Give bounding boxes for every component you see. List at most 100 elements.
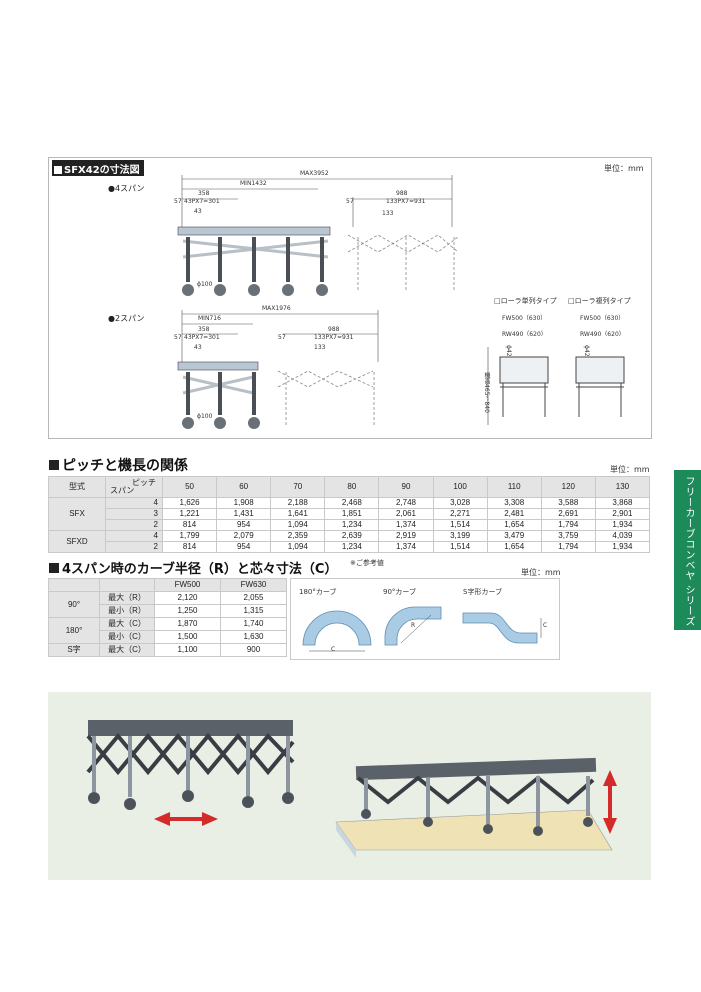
span2-caster: ϕ100	[197, 413, 213, 420]
pitch-col: 90	[378, 476, 434, 498]
pitch-table: 型式 ピッチ スパン 50 60 70 80 90 100 110 120 13…	[48, 476, 651, 553]
header-empty	[48, 578, 100, 592]
value-cell: 3,588	[540, 497, 596, 509]
value-cell: 1,500	[154, 630, 221, 644]
label-cell: 最小（C）	[99, 630, 155, 644]
value-cell: 1,221	[161, 508, 218, 520]
span4-d133: 133	[382, 210, 394, 217]
span4-d358: 358	[198, 190, 210, 197]
curve-title: 4スパン時のカーブ半径（R）と芯々寸法（C）	[49, 558, 337, 577]
value-cell: 3,028	[432, 497, 488, 509]
value-cell: 1,514	[432, 519, 488, 531]
header-pitch-span: ピッチ スパン	[105, 476, 163, 498]
pitch-col: 110	[486, 476, 542, 498]
double-row-roller: ϕ42.7	[583, 345, 590, 363]
value-cell: 1,799	[161, 530, 218, 542]
span2-d358: 358	[198, 326, 210, 333]
value-cell: 2,691	[540, 508, 596, 520]
value-cell: 2,079	[216, 530, 272, 542]
value-cell: 1,374	[378, 541, 434, 553]
group-cell: 90°	[48, 591, 100, 618]
square-bullet-icon	[49, 563, 59, 573]
value-cell: 3,308	[486, 497, 542, 509]
value-cell: 1,794	[540, 519, 596, 531]
label-cell: 最小（R）	[99, 604, 155, 618]
table-row: SFXD 4 1,799 2,079 2,359 2,639 2,919 3,1…	[48, 530, 651, 553]
header-model: 型式	[48, 476, 106, 498]
square-bullet-icon	[49, 460, 59, 470]
pitch-unit: 単位：mm	[610, 465, 650, 474]
curve180-c: C	[331, 646, 336, 653]
value-cell: 900	[220, 643, 287, 657]
span2-pitch-right: 133PX7=931	[314, 334, 354, 341]
span4-d57b: 57	[346, 198, 354, 205]
value-cell: 2,061	[378, 508, 434, 520]
conveyor-drawings	[177, 175, 625, 429]
value-cell: 1,234	[324, 541, 380, 553]
table-row: S字 最大（C） 1,100 900	[48, 643, 287, 657]
pitch-col: 70	[270, 476, 326, 498]
value-cell: 1,094	[270, 541, 326, 553]
span4-d43: 43	[194, 208, 202, 215]
span2-pitch-left: 43PX7=301	[184, 334, 220, 341]
curve90-label: 90°カーブ	[383, 588, 416, 596]
value-cell: 1,514	[432, 541, 488, 553]
value-cell: 954	[216, 519, 272, 531]
side-tab-text: フリーカーブコンベヤ シリーズ	[683, 476, 694, 627]
pitch-title: ピッチと機長の関係	[49, 455, 188, 475]
value-cell: 1,250	[154, 604, 221, 618]
table-row: 90° 最大（R） 2,120 2,055	[48, 591, 287, 618]
span2-d988: 988	[328, 326, 340, 333]
value-cell: 1,094	[270, 519, 326, 531]
curve90-r: R	[411, 622, 416, 629]
table-header-row: 型式 ピッチ スパン 50 60 70 80 90 100 110 120 13…	[48, 476, 651, 498]
value-cell: 814	[161, 519, 218, 531]
value-cell: 2,919	[378, 530, 434, 542]
value-cell: 1,908	[216, 497, 272, 509]
value-cell: 814	[161, 541, 218, 553]
span2-d57b: 57	[278, 334, 286, 341]
span4-d988: 988	[396, 190, 408, 197]
value-cell: 3,199	[432, 530, 488, 542]
span4-min: MIN1432	[240, 180, 267, 187]
group-cell: S字	[48, 643, 100, 657]
dimension-panel	[48, 157, 652, 439]
value-cell: 1,654	[486, 519, 542, 531]
curve180-label: 180°カーブ	[299, 588, 337, 596]
double-row-fw: FW500（630）	[580, 315, 625, 322]
dimension-title: SFX42の寸法図	[52, 160, 144, 176]
single-row-height: 機高465～840	[483, 372, 490, 413]
s-curve-label: S字形カーブ	[463, 588, 503, 596]
square-bullet-icon	[54, 166, 62, 174]
value-cell: 1,654	[486, 541, 542, 553]
value-cell: 1,100	[154, 643, 221, 657]
pitch-col: 130	[594, 476, 651, 498]
curve-diagrams: 180°カーブ 90°カーブ S字形カーブ C R C	[290, 578, 560, 660]
span-cell: 4	[105, 497, 163, 509]
table-row: 最小（R） 1,250 1,315	[49, 604, 287, 618]
span4-label: ●4スパン	[108, 184, 145, 193]
single-row-title: □ローラ単列タイプ	[494, 297, 557, 305]
dimension-unit: 単位：mm	[604, 164, 644, 173]
conveyor-photos	[86, 720, 617, 858]
value-cell: 954	[216, 541, 272, 553]
value-cell: 2,120	[154, 591, 221, 605]
span-cell: 2	[105, 541, 163, 553]
pitch-col: 100	[432, 476, 488, 498]
label-cell: 最大（R）	[99, 591, 155, 605]
span-cell: 2	[105, 519, 163, 531]
span4-d57a: 57	[174, 198, 182, 205]
value-cell: 2,901	[594, 508, 651, 520]
span-cell: 3	[105, 508, 163, 520]
single-row-fw: FW500（630）	[502, 315, 547, 322]
photo-panel	[48, 692, 651, 880]
curve-unit: 単位：mm	[521, 568, 561, 577]
group-cell: 180°	[48, 617, 100, 644]
value-cell: 1,794	[540, 541, 596, 553]
value-cell: 1,626	[161, 497, 218, 509]
value-cell: 1,630	[220, 630, 287, 644]
table-row: 最小（C） 1,500 1,630	[49, 630, 287, 644]
value-cell: 1,234	[324, 519, 380, 531]
span2-label: ●2スパン	[108, 314, 145, 323]
value-cell: 1,870	[154, 617, 221, 631]
